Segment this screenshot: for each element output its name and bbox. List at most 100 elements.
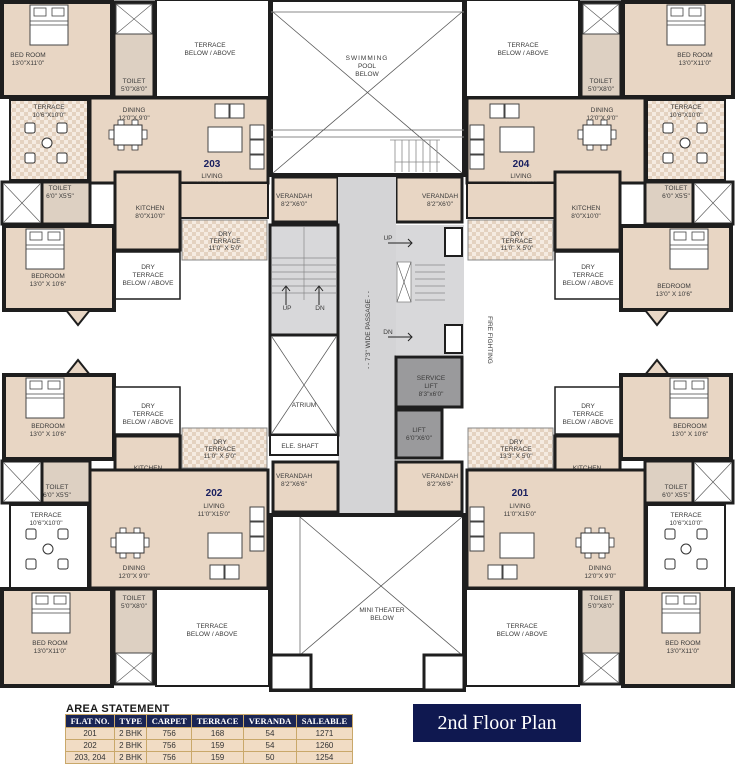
svg-text:13'3" X 5'0": 13'3" X 5'0"	[499, 453, 533, 460]
svg-text:DRY: DRY	[581, 264, 595, 271]
svg-text:10'6"X10'0": 10'6"X10'0"	[29, 520, 63, 527]
svg-text:TERRACE: TERRACE	[572, 411, 604, 418]
flat-203[interactable]: BED ROOM 13'0"X11'0" TOILET 5'0"X8'0" TE…	[0, 0, 270, 327]
svg-text:BED ROOM: BED ROOM	[677, 52, 712, 59]
svg-text:DINING: DINING	[591, 107, 614, 114]
svg-text:13'0"X11'0": 13'0"X11'0"	[34, 648, 67, 655]
area-statement-title: AREA STATEMENT	[66, 703, 170, 715]
svg-text:6'0" X5'5": 6'0" X5'5"	[662, 193, 690, 200]
svg-text:TERRACE: TERRACE	[507, 42, 539, 49]
svg-text:TERRACE: TERRACE	[572, 272, 604, 279]
svg-text:5'0"X8'0": 5'0"X8'0"	[588, 603, 615, 610]
svg-text:TERRACE: TERRACE	[132, 411, 164, 418]
pool-label: SWIMMING	[346, 55, 389, 62]
svg-text:TERRACE: TERRACE	[132, 272, 164, 279]
svg-text:BELOW / ABOVE: BELOW / ABOVE	[123, 419, 175, 426]
svg-text:LIVING: LIVING	[201, 173, 222, 180]
flat-number: 201	[512, 488, 529, 499]
svg-text:TOILET: TOILET	[590, 595, 613, 602]
fire-fighting-label: FIRE FIGHTING	[486, 316, 493, 364]
svg-text:13'0"X11'0": 13'0"X11'0"	[679, 60, 712, 67]
svg-text:VERANDAH: VERANDAH	[422, 473, 458, 480]
flat-201[interactable]: BEDROOM 13'0" X 10'6" DRY TERRACE BELOW …	[465, 358, 735, 688]
svg-text:DRY: DRY	[141, 264, 155, 271]
svg-text:TOILET: TOILET	[665, 185, 688, 192]
svg-text:TERRACE: TERRACE	[30, 512, 62, 519]
flat-number: 204	[513, 159, 530, 170]
svg-text:5'0"X8'0": 5'0"X8'0"	[588, 86, 615, 93]
svg-text:DRY: DRY	[509, 439, 523, 446]
svg-text:8'2"X6'6": 8'2"X6'6"	[281, 481, 308, 488]
passage-label: - - 7'3" WIDE PASSAGE - -	[365, 291, 372, 369]
svg-text:12'0"X 9'0": 12'0"X 9'0"	[586, 115, 618, 122]
svg-text:8'2"X6'0": 8'2"X6'0"	[281, 201, 308, 208]
svg-text:12'0"X 9'0": 12'0"X 9'0"	[118, 115, 150, 122]
service-lift-label: SERVICE	[417, 375, 446, 382]
svg-text:TERRACE: TERRACE	[670, 512, 702, 519]
svg-text:10'6"X10'0": 10'6"X10'0"	[669, 112, 703, 119]
svg-text:TOILET: TOILET	[665, 484, 688, 491]
area-statement-table: FLAT NO. TYPE CARPET TERRACE VERANDA SAL…	[64, 714, 354, 764]
floor-plan-title: 2nd Floor Plan	[413, 704, 581, 742]
svg-text:13'0" X 10'6": 13'0" X 10'6"	[30, 431, 67, 438]
svg-text:LIVING: LIVING	[509, 503, 530, 510]
svg-text:TERRACE: TERRACE	[506, 623, 538, 630]
atrium-label: ATRIUM	[292, 402, 316, 409]
svg-text:11'0" X 5'0": 11'0" X 5'0"	[209, 245, 242, 252]
svg-text:LIFT: LIFT	[424, 383, 437, 390]
svg-text:11'0" X 5'0": 11'0" X 5'0"	[501, 245, 534, 252]
col-type: TYPE	[114, 714, 148, 728]
svg-text:6'0" X5'5": 6'0" X5'5"	[662, 492, 690, 499]
svg-text:5'0"X8'0": 5'0"X8'0"	[121, 603, 148, 610]
svg-text:TERRACE: TERRACE	[501, 238, 533, 245]
svg-text:BELOW / ABOVE: BELOW / ABOVE	[498, 50, 550, 57]
col-carpet: CARPET	[146, 714, 193, 728]
svg-text:11'0"X15'0": 11'0"X15'0"	[198, 511, 231, 518]
lift-label: LIFT	[412, 427, 425, 434]
svg-text:8'0"X10'0": 8'0"X10'0"	[135, 213, 165, 220]
table-row: 201 2 BHK 756 168 54 1271	[64, 727, 354, 740]
svg-text:UP: UP	[383, 235, 392, 242]
svg-text:TOILET: TOILET	[49, 185, 72, 192]
svg-text:TOILET: TOILET	[123, 595, 146, 602]
svg-text:BELOW / ABOVE: BELOW / ABOVE	[185, 50, 237, 57]
svg-text:5'0"X8'0": 5'0"X8'0"	[121, 86, 148, 93]
svg-text:BEDROOM: BEDROOM	[31, 423, 65, 430]
verandah-label: VERANDAH	[422, 193, 458, 200]
central-core: SWIMMING POOL BELOW VERANDAH 8'2"X6'0" V…	[268, 0, 493, 692]
svg-text:BED ROOM: BED ROOM	[32, 640, 67, 647]
svg-text:8'2"X6'6": 8'2"X6'6"	[427, 481, 454, 488]
table-row: 202 2 BHK 756 159 54 1260	[64, 739, 354, 752]
flat-number: 203	[204, 159, 221, 170]
svg-text:10'6"X10'0": 10'6"X10'0"	[669, 520, 703, 527]
svg-text:6'0" X5'5": 6'0" X5'5"	[43, 492, 71, 499]
svg-text:DINING: DINING	[589, 565, 612, 572]
svg-text:BELOW / ABOVE: BELOW / ABOVE	[187, 631, 239, 638]
stair-dn-label: DN	[315, 305, 325, 312]
svg-text:LIVING: LIVING	[510, 173, 531, 180]
svg-text:BELOW / ABOVE: BELOW / ABOVE	[123, 280, 175, 287]
svg-text:BELOW: BELOW	[370, 615, 394, 622]
svg-text:BELOW / ABOVE: BELOW / ABOVE	[563, 280, 615, 287]
flat-202[interactable]: BEDROOM 13'0" X 10'6" DRY TERRACE BELOW …	[0, 358, 270, 688]
svg-text:TERRACE: TERRACE	[194, 42, 226, 49]
svg-text:BED ROOM: BED ROOM	[10, 52, 45, 59]
svg-text:13'0"X11'0": 13'0"X11'0"	[667, 648, 700, 655]
svg-text:TERRACE: TERRACE	[500, 446, 532, 453]
col-terrace: TERRACE	[191, 714, 245, 728]
svg-text:DRY: DRY	[218, 231, 232, 238]
svg-text:10'6"X10'0": 10'6"X10'0"	[32, 112, 66, 119]
svg-text:DINING: DINING	[123, 107, 146, 114]
svg-text:13'0"X11'0": 13'0"X11'0"	[12, 60, 45, 67]
svg-text:DRY: DRY	[581, 403, 595, 410]
svg-text:DRY: DRY	[510, 231, 524, 238]
svg-text:TERRACE: TERRACE	[209, 238, 241, 245]
flat-number: 202	[206, 488, 223, 499]
svg-text:LIVING: LIVING	[203, 503, 224, 510]
svg-text:VERANDAH: VERANDAH	[276, 473, 312, 480]
flat-204[interactable]: BED ROOM 13'0"X11'0" TOILET 5'0"X8'0" TE…	[465, 0, 735, 327]
col-veranda: VERANDA	[243, 714, 297, 728]
svg-text:DRY: DRY	[141, 403, 155, 410]
svg-text:DRY: DRY	[213, 439, 227, 446]
svg-text:TERRACE: TERRACE	[670, 104, 702, 111]
